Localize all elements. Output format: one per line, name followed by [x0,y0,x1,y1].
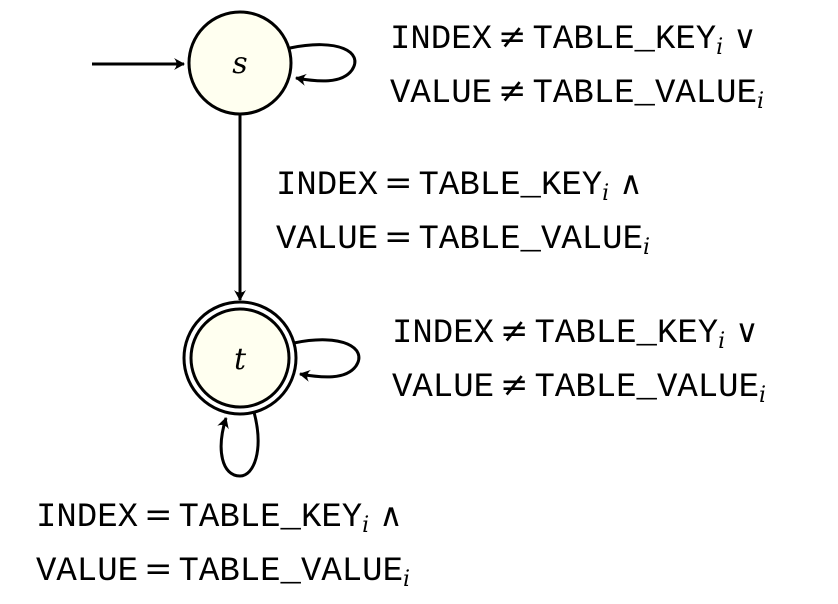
s-to-t-line-2: VALUE=TABLE_VALUEi [276,217,651,260]
state-s-label: s [232,46,247,81]
s-self-loop [289,43,357,86]
state-t-inner-circle [189,307,291,409]
s-to-t-label: INDEX=TABLE_KEYi∧ VALUE=TABLE_VALUEi [276,158,650,266]
t-self-right-line-2: VALUE≠TABLE_VALUEi [392,365,767,408]
t-self-right-line-1: INDEX≠TABLE_KEYi∨ [392,311,759,354]
state-t-label: t [234,342,247,377]
state-t: t [182,300,298,416]
t-self-below-line-1: INDEX=TABLE_KEYi∧ [36,495,403,538]
t-self-loop-below-label: INDEX=TABLE_KEYi∧ VALUE=TABLE_VALUEi [36,490,410,598]
t-self-loop-right-label: INDEX≠TABLE_KEYi∨ VALUE≠TABLE_VALUEi [392,306,766,414]
t-self-loop-below [217,411,260,478]
t-self-below-line-2: VALUE=TABLE_VALUEi [36,549,411,592]
state-s: s [187,10,293,116]
s-to-t-line-1: INDEX=TABLE_KEYi∧ [276,163,643,206]
s-self-line-2: VALUE≠TABLE_VALUEi [390,71,765,114]
s-self-line-1: INDEX≠TABLE_KEYi∨ [390,17,757,60]
t-self-loop-right [293,338,361,382]
s-self-loop-label: INDEX≠TABLE_KEYi∨ VALUE≠TABLE_VALUEi [390,12,764,120]
